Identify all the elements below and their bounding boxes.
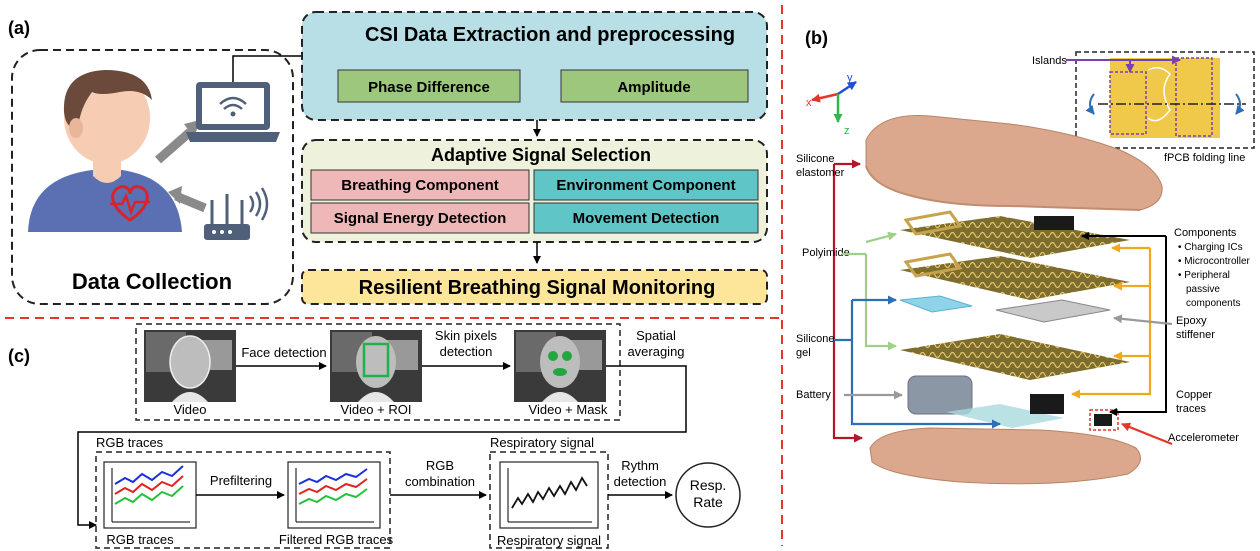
- silicone-elastomer-label-2: elastomer: [796, 167, 845, 179]
- copper-label-2: traces: [1176, 403, 1206, 415]
- video-frame: [144, 330, 236, 402]
- rgb-traces-bottom-label: RGB traces: [106, 532, 174, 547]
- averaging-label: averaging: [627, 344, 684, 359]
- panel-c-label: (c): [8, 346, 30, 366]
- accelerometer-label: Accelerometer: [1168, 432, 1239, 444]
- amplitude-label: Amplitude: [617, 79, 690, 96]
- fold-line-label: fPCB folding line: [1164, 152, 1245, 164]
- connector-loop: [77, 365, 687, 529]
- resp-rate-label-1: Resp.: [690, 477, 727, 493]
- amplitude-box: [560, 69, 749, 103]
- axis-y-label: y: [847, 72, 853, 84]
- video-mask-frame: [514, 330, 606, 402]
- skin-pixels-label: Skin pixels: [435, 328, 498, 343]
- rythm-label-2: detection: [614, 474, 667, 489]
- signal-energy-box: [310, 202, 530, 234]
- silicone-gel-label-1: Silicone: [796, 333, 835, 345]
- pcb-layer-2: [900, 252, 1130, 300]
- signal-energy-label: Signal Energy Detection: [334, 210, 507, 227]
- phase-difference-box: [337, 69, 521, 103]
- environment-component-box: [533, 169, 759, 201]
- arrow-person-laptop: [155, 128, 193, 164]
- breathing-component-box: [310, 169, 530, 201]
- panel-a-label: (a): [8, 18, 30, 38]
- components-item-2: • Microcontroller: [1178, 256, 1251, 267]
- router-icon: [204, 187, 269, 240]
- respiratory-box: [489, 451, 609, 549]
- video-label: Video: [173, 402, 206, 417]
- environment-component-label: Environment Component: [556, 177, 735, 194]
- panel-b-label: (b): [805, 28, 828, 48]
- axis-z-label: z: [844, 125, 850, 137]
- components-label: Components: [1174, 227, 1237, 239]
- axis-x-label: x: [806, 97, 812, 109]
- prefiltering-label: Prefiltering: [210, 473, 272, 488]
- respiratory-bottom-label: Respiratory signal: [497, 533, 601, 548]
- silicone-gel-label-2: gel: [796, 347, 811, 359]
- resp-rate-circle: [675, 462, 741, 528]
- axes-icon: [811, 80, 857, 123]
- movement-detection-box: [533, 202, 759, 234]
- battery-block: [907, 375, 973, 415]
- resilient-box: [301, 269, 768, 305]
- islands-label: Islands: [1032, 55, 1067, 67]
- silicone-elastomer-label-1: Silicone: [796, 153, 835, 165]
- movement-detection-label: Movement Detection: [573, 210, 720, 227]
- rgb-comb-label-1: RGB: [426, 458, 454, 473]
- video-roi-frame: [330, 330, 422, 402]
- adaptive-title: Adaptive Signal Selection: [431, 145, 651, 165]
- breathing-component-label: Breathing Component: [341, 177, 499, 194]
- respiratory-plot: [499, 461, 599, 529]
- copper-label-1: Copper: [1176, 389, 1212, 401]
- video-mask-label: Video + Mask: [529, 402, 608, 417]
- rgb-traces-box: [95, 451, 391, 549]
- skin-detection-label: detection: [440, 344, 493, 359]
- components-item-5: components: [1186, 298, 1240, 309]
- laptop-wifi-icon: [186, 82, 280, 142]
- csi-title: CSI Data Extraction and preprocessing: [365, 24, 735, 46]
- components-item-1: • Charging ICs: [1178, 242, 1243, 253]
- battery-label: Battery: [796, 389, 831, 401]
- phase-difference-label: Phase Difference: [368, 79, 490, 96]
- components-chip: [1030, 394, 1064, 414]
- components-item-3: • Peripheral: [1178, 270, 1230, 281]
- pcb-layer-1: [900, 210, 1130, 258]
- resilient-title: Resilient Breathing Signal Monitoring: [359, 277, 716, 299]
- data-collection-title: Data Collection: [72, 269, 232, 294]
- epoxy-label-1: Epoxy: [1176, 315, 1207, 327]
- respiratory-top-label: Respiratory signal: [490, 435, 594, 450]
- bottom-elastomer: [869, 427, 1141, 485]
- pcb-layer-3: [900, 334, 1130, 380]
- resp-rate-label-2: Rate: [693, 494, 723, 510]
- filtered-rgb-plot: [287, 461, 381, 529]
- heart-pulse-icon: [110, 185, 150, 222]
- face-detection-label: Face detection: [241, 345, 326, 360]
- epoxy-stiffener: [995, 299, 1111, 323]
- epoxy-label-2: stiffener: [1176, 329, 1215, 341]
- video-roi-label: Video + ROI: [341, 402, 412, 417]
- polyimide-label: Polyimide: [802, 247, 850, 259]
- spatial-label: Spatial: [636, 328, 676, 343]
- rythm-label-1: Rythm: [621, 458, 659, 473]
- filtered-rgb-label: Filtered RGB traces: [279, 532, 394, 547]
- rgb-plot: [103, 461, 197, 529]
- silicone-gel-sheet: [899, 295, 973, 313]
- person-icon: [28, 70, 182, 232]
- rgb-comb-label-2: combination: [405, 474, 475, 489]
- rgb-traces-top-label: RGB traces: [96, 435, 164, 450]
- components-item-4: passive: [1186, 284, 1220, 295]
- video-pipeline-box: [135, 323, 621, 421]
- accelerometer-box: [1089, 409, 1119, 431]
